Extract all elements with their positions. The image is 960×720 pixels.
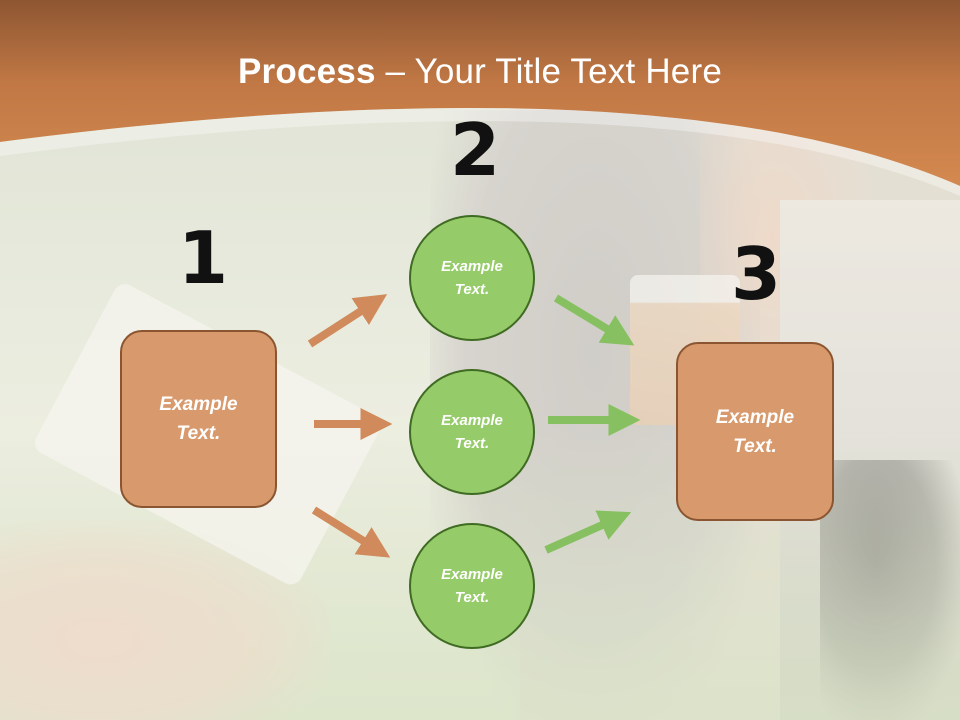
arrow-to-step-2-top bbox=[307, 294, 388, 348]
circle-top-line1: Example bbox=[441, 258, 503, 275]
arrow-to-step-2-bottom bbox=[311, 506, 391, 558]
circle-middle-line2: Text. bbox=[454, 435, 490, 452]
circle-bottom-line2: Text. bbox=[454, 589, 490, 606]
step-3-box-text: Example Text. bbox=[700, 403, 810, 461]
slide-title: Process – Your Title Text Here bbox=[0, 52, 960, 92]
circle-top-text: Example Text. bbox=[429, 255, 515, 301]
step-2-circle-top: Example Text. bbox=[409, 215, 535, 341]
arrow-to-step-3-top bbox=[553, 294, 635, 346]
step-3-box: Example Text. bbox=[676, 342, 834, 521]
title-rest: – Your Title Text Here bbox=[375, 52, 722, 91]
step-3-box-line2: Text. bbox=[733, 435, 777, 457]
circle-middle-line1: Example bbox=[441, 412, 503, 429]
step-1-box-text: Example Text. bbox=[144, 390, 254, 448]
step-1-box: Example Text. bbox=[120, 330, 277, 508]
arrow-to-step-3-bottom bbox=[544, 510, 632, 554]
step-1-box-line2: Text. bbox=[176, 423, 221, 444]
header-band bbox=[0, 0, 960, 196]
circle-bottom-text: Example Text. bbox=[429, 563, 515, 609]
step-number-3: 3 bbox=[731, 232, 782, 316]
circle-top-line2: Text. bbox=[454, 281, 490, 298]
step-1-box-line1: Example bbox=[159, 394, 238, 415]
step-2-circle-middle: Example Text. bbox=[409, 369, 535, 495]
step-number-1: 1 bbox=[178, 216, 229, 300]
title-bold: Process bbox=[238, 52, 376, 91]
step-number-2: 2 bbox=[450, 108, 501, 192]
step-2-circle-bottom: Example Text. bbox=[409, 523, 535, 649]
step-3-box-line1: Example bbox=[715, 406, 795, 428]
circle-middle-text: Example Text. bbox=[429, 409, 515, 455]
circle-bottom-line1: Example bbox=[441, 566, 503, 583]
